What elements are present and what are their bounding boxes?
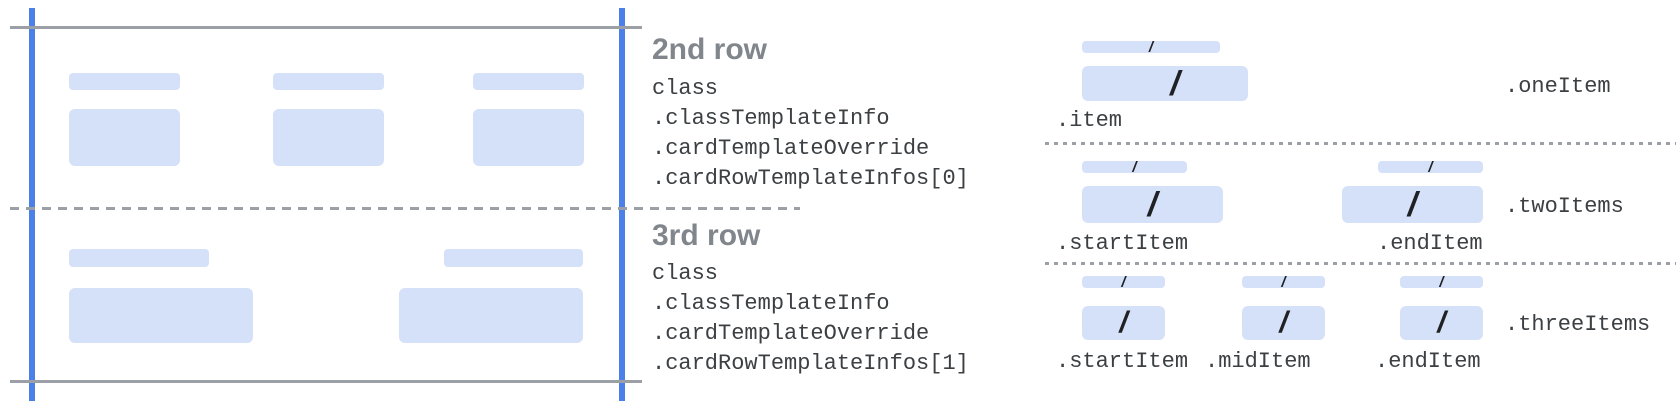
item-field-label: .item	[1056, 108, 1123, 133]
item-value-placeholder: /	[1400, 306, 1483, 340]
card-bottom-border	[10, 380, 642, 383]
field-value-placeholder	[473, 109, 584, 166]
start-item-field-label: .startItem	[1056, 349, 1189, 374]
item-value-placeholder: /	[1082, 66, 1248, 101]
card-right-edge-guide	[619, 8, 625, 401]
row3-heading: 3rd row	[652, 219, 761, 252]
code-line: .cardRowTemplateInfos[0]	[652, 166, 969, 191]
text-slash-glyph: /	[1439, 273, 1444, 291]
item-label-placeholder: /	[1242, 273, 1325, 291]
item-label-placeholder: /	[1082, 158, 1187, 176]
row-divider-dashed-line	[10, 207, 800, 210]
three-items-layout-label: .threeItems	[1505, 312, 1651, 337]
text-slash-glyph: /	[1279, 306, 1288, 339]
text-slash-glyph: /	[1407, 185, 1418, 224]
code-line: .cardTemplateOverride	[652, 321, 930, 346]
code-line: class	[652, 76, 719, 101]
text-slash-glyph: /	[1170, 64, 1180, 103]
text-slash-glyph: /	[1437, 306, 1446, 339]
row3-class-path: class .classTemplateInfo .cardTemplateOv…	[652, 259, 969, 379]
field-value-placeholder	[399, 288, 583, 343]
mid-item-field-label: .midItem	[1205, 349, 1311, 374]
text-slash-glyph: /	[1428, 158, 1433, 176]
item-value-placeholder: /	[1342, 186, 1483, 223]
item-label-placeholder: /	[1400, 273, 1483, 291]
code-line: .cardRowTemplateInfos[1]	[652, 351, 969, 376]
start-item-field-label: .startItem	[1056, 231, 1189, 256]
row2-class-path: class .classTemplateInfo .cardTemplateOv…	[652, 74, 969, 194]
text-slash-glyph: /	[1147, 185, 1158, 224]
row2-heading: 2nd row	[652, 33, 768, 66]
item-label-placeholder: /	[1082, 38, 1220, 56]
item-label-placeholder: /	[1082, 273, 1165, 291]
field-label-placeholder	[273, 73, 384, 90]
text-slash-glyph: /	[1119, 306, 1128, 339]
text-slash-glyph: /	[1121, 273, 1126, 291]
text-slash-glyph: /	[1148, 38, 1154, 56]
item-label-placeholder: /	[1378, 158, 1483, 176]
item-value-placeholder: /	[1082, 306, 1165, 340]
field-value-placeholder	[69, 288, 253, 343]
item-value-placeholder: /	[1242, 306, 1325, 340]
field-value-placeholder	[273, 109, 384, 166]
one-item-layout-label: .oneItem	[1505, 74, 1611, 99]
card-left-edge-guide	[29, 8, 35, 401]
text-slash-glyph: /	[1132, 158, 1137, 176]
card-top-border	[10, 26, 642, 29]
field-label-placeholder	[69, 249, 209, 267]
field-label-placeholder	[444, 249, 583, 267]
field-label-placeholder	[69, 73, 180, 90]
item-value-placeholder: /	[1082, 186, 1223, 223]
end-item-field-label: .endItem	[1377, 231, 1483, 256]
code-line: .classTemplateInfo	[652, 106, 890, 131]
section-divider-dotted-line	[1045, 262, 1676, 265]
code-line: .classTemplateInfo	[652, 291, 890, 316]
section-divider-dotted-line	[1045, 142, 1676, 145]
code-line: class	[652, 261, 719, 286]
two-items-layout-label: .twoItems	[1505, 194, 1624, 219]
end-item-field-label: .endItem	[1375, 349, 1481, 374]
field-label-placeholder	[473, 73, 584, 90]
field-value-placeholder	[69, 109, 180, 166]
code-line: .cardTemplateOverride	[652, 136, 930, 161]
text-slash-glyph: /	[1281, 273, 1286, 291]
